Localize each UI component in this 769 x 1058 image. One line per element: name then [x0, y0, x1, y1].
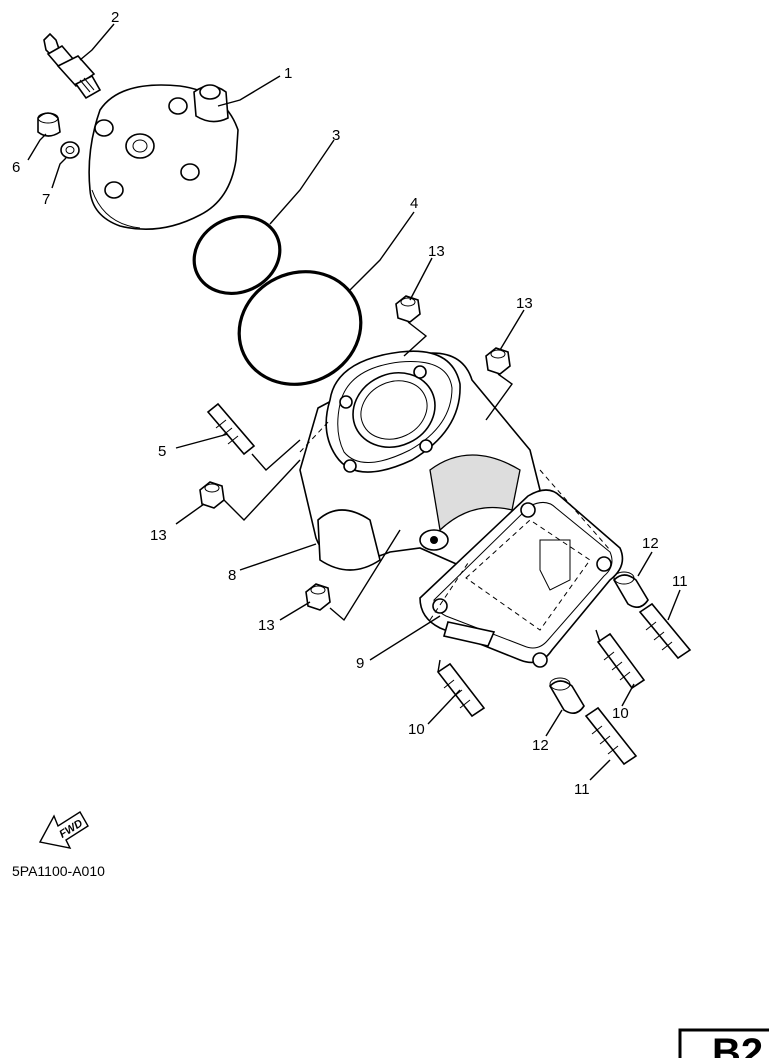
callout-13-a: 13	[428, 243, 445, 260]
fwd-arrow-icon: FWD	[38, 811, 89, 849]
callout-4: 4	[410, 195, 418, 212]
nut-13-a	[395, 295, 421, 323]
callout-3: 3	[332, 127, 340, 144]
stud-bolt-5	[206, 402, 256, 456]
callout-1: 1	[284, 65, 292, 82]
callout-10-b: 10	[612, 705, 629, 722]
washer	[60, 141, 80, 159]
callout-13-d: 13	[258, 617, 275, 634]
o-ring-small	[192, 215, 282, 295]
nut-13-c	[199, 481, 225, 509]
callout-10-a: 10	[408, 721, 425, 738]
dowel-pin-12-a	[612, 571, 649, 608]
callout-6: 6	[12, 159, 20, 176]
callout-12-a: 12	[642, 535, 659, 552]
o-ring-large	[237, 270, 363, 386]
nut-13-d	[305, 583, 331, 611]
page-badge: B2	[678, 1028, 769, 1058]
callout-2: 2	[111, 9, 119, 26]
callout-8: 8	[228, 567, 236, 584]
nut-13-b	[485, 347, 511, 375]
leader-lines	[27, 23, 681, 781]
stud-bolt-11-b	[584, 706, 638, 766]
callout-13-c: 13	[150, 527, 167, 544]
cylinder-body	[299, 350, 541, 571]
dowel-pin-12-b	[548, 677, 585, 714]
spark-plug	[43, 32, 102, 100]
callout-11-b: 11	[574, 781, 590, 798]
callout-7: 7	[42, 191, 50, 208]
callout-11-a: 11	[672, 573, 688, 590]
stud-bolt-10-a	[436, 662, 486, 718]
cylinder-head	[88, 84, 239, 231]
stud-bolt-10-b	[596, 632, 646, 690]
cap-nut	[37, 112, 61, 137]
callout-9: 9	[356, 655, 364, 672]
page-badge-label: B2	[712, 1031, 763, 1058]
callout-12-b: 12	[532, 737, 549, 754]
diagram-code: 5PA1100-A010	[12, 863, 105, 879]
callout-13-b: 13	[516, 295, 533, 312]
stud-bolt-11-a	[638, 602, 692, 660]
callout-5: 5	[158, 443, 166, 460]
cylinder-base-gasket	[419, 489, 624, 668]
